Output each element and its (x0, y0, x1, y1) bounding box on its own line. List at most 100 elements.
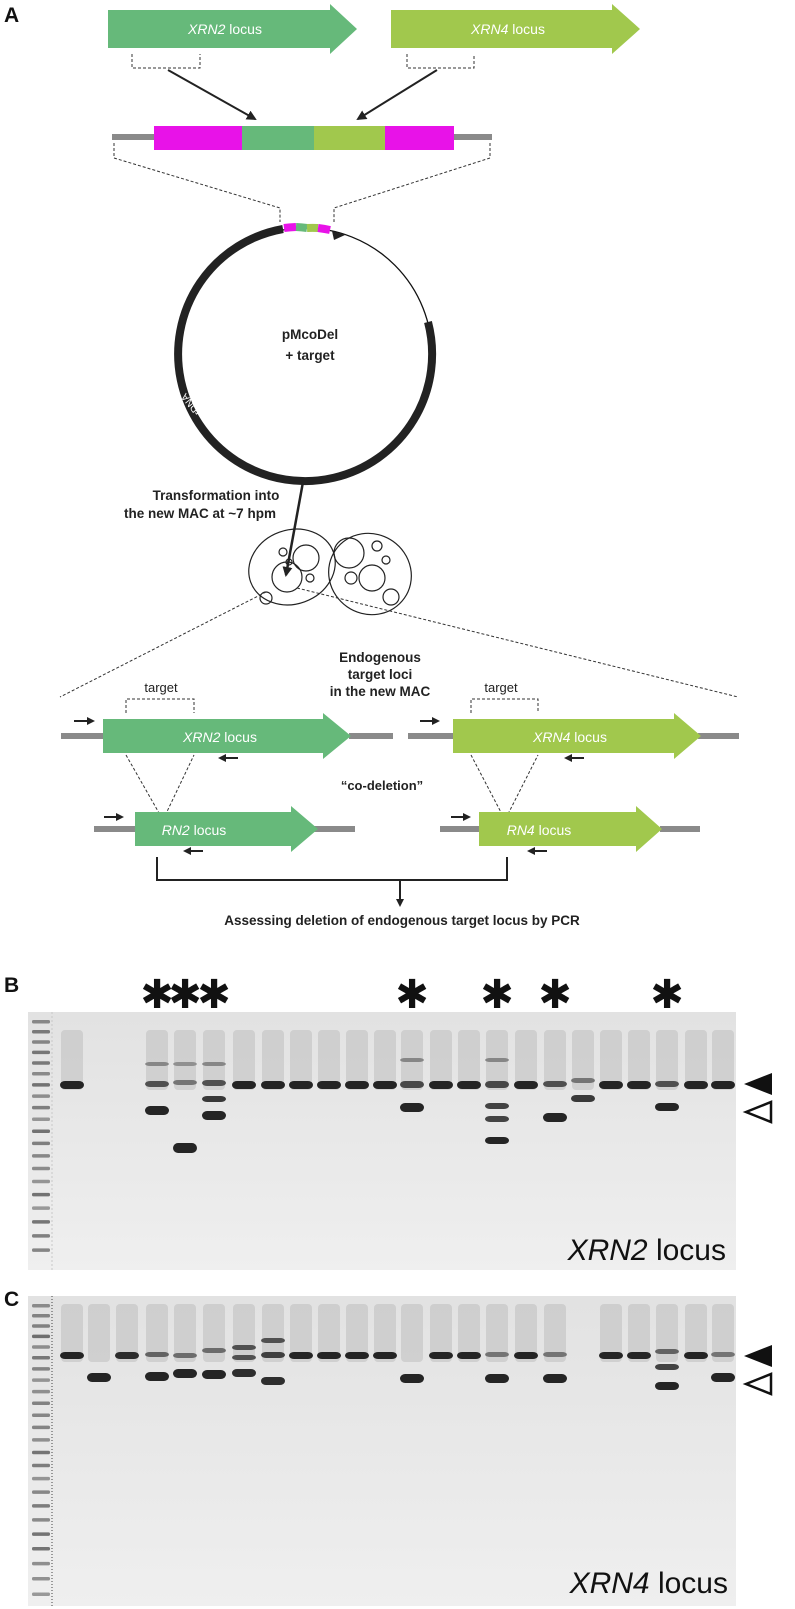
transformation-line2: the new MAC at ~7 hpm (124, 506, 276, 521)
ladder-band (32, 1451, 50, 1455)
plasmid-name: pMcoDel (282, 327, 338, 342)
panel-label-c: C (4, 1288, 19, 1311)
gel-band (655, 1103, 679, 1111)
gel-band (145, 1352, 169, 1357)
ladder-band (32, 1129, 50, 1133)
xrn4-gene-name: XRN4 (470, 21, 509, 37)
xrn2-endogenous-locus: target XRN2 locus RN2 locus (61, 680, 393, 852)
ladder-band (32, 1180, 50, 1184)
ladder-band (32, 1061, 50, 1065)
gel-b-open-arrowhead-icon (746, 1102, 771, 1122)
gel-c: XRN4 locus (28, 1296, 736, 1606)
gel-band (373, 1081, 397, 1089)
xrn2-target-bracket (132, 54, 200, 68)
gel-band (289, 1352, 313, 1359)
gel-band (457, 1081, 481, 1089)
ladder-band (32, 1030, 50, 1034)
ladder-band (32, 1083, 50, 1087)
gel-band (627, 1081, 651, 1089)
ladder-band (32, 1413, 50, 1417)
xrn4-target-label: target (484, 680, 518, 695)
ladder-band (32, 1193, 50, 1197)
ladder-band (32, 1154, 50, 1158)
ladder-band (32, 1094, 50, 1098)
gel-smear (88, 1304, 110, 1362)
gel-band (232, 1081, 256, 1089)
gel-band (345, 1352, 369, 1359)
gel-band (543, 1081, 567, 1087)
ladder-band (32, 1324, 50, 1328)
gel-band (173, 1353, 197, 1358)
ladder-band (32, 1167, 50, 1171)
gel-band (202, 1080, 226, 1086)
gel-band (145, 1081, 169, 1087)
gel-band (655, 1349, 679, 1354)
xrn2-deleted-label: RN2 locus (162, 822, 227, 838)
target-construct (112, 126, 492, 150)
gel-band (627, 1352, 651, 1359)
ladder-band (32, 1051, 50, 1055)
xrn4-target-bracket (407, 54, 474, 68)
ladder-band (32, 1106, 50, 1110)
codeletion-label: “co-deletion” (341, 778, 423, 793)
xrn2-gene-name: XRN2 (187, 21, 226, 37)
gel-band (232, 1345, 256, 1350)
gel-band (571, 1095, 595, 1102)
plasmid-map: pMcoDel + target rDNA (178, 0, 445, 482)
gel-band (485, 1137, 509, 1144)
ladder-band (32, 1356, 50, 1360)
panel-label-a: A (4, 4, 19, 27)
xrn2-target-label: target (144, 680, 178, 695)
xrn4-locus-suffix: locus (508, 21, 545, 37)
gel-band (145, 1062, 169, 1066)
gel-band (232, 1369, 256, 1377)
gel-band (317, 1081, 341, 1089)
deletion-asterisks: ✱✱✱✱✱✱✱ (140, 972, 684, 1018)
xrn4-locus-label: XRN4 locus (470, 21, 545, 37)
gel-b-locus-label: XRN2 locus (567, 1234, 726, 1267)
gel-band (655, 1081, 679, 1087)
gel-band (317, 1352, 341, 1359)
xrn4-locus-arrow: XRN4 locus (391, 4, 640, 54)
ladder-band (32, 1314, 50, 1318)
gel-band (87, 1373, 111, 1382)
gel-band (202, 1370, 226, 1379)
gel-band (232, 1355, 256, 1360)
ladder-band (32, 1547, 50, 1551)
ladder-band (32, 1426, 50, 1430)
xrn2-locus-suffix: locus (225, 21, 262, 37)
gel-band (60, 1352, 84, 1359)
pcr-bracket (157, 857, 507, 880)
ladder-band (32, 1020, 50, 1024)
ladder-band (32, 1562, 50, 1566)
gel-band (345, 1081, 369, 1089)
gel-band (599, 1352, 623, 1359)
deletion-asterisk: ✱ (395, 972, 429, 1018)
gel-band (60, 1081, 84, 1089)
gel-band (485, 1081, 509, 1088)
deletion-asterisk: ✱ (650, 972, 684, 1018)
endogenous-line3: in the new MAC (330, 684, 431, 699)
zoom-line-left (114, 143, 280, 222)
gel-band (202, 1062, 226, 1066)
gel-band (684, 1081, 708, 1089)
transformation-line1: Transformation into (153, 488, 280, 503)
gel-band (684, 1352, 708, 1359)
gel-band (711, 1373, 735, 1382)
gel-band (202, 1096, 226, 1102)
gel-c-open-arrowhead-icon (746, 1374, 771, 1394)
deletion-asterisk: ✱ (480, 972, 514, 1018)
gel-band (202, 1348, 226, 1353)
xrn2-locus-label: XRN2 locus (187, 21, 262, 37)
ladder-band (32, 1438, 50, 1442)
gel-band (173, 1143, 197, 1153)
gel-band (543, 1374, 567, 1383)
ladder-band (32, 1390, 50, 1394)
gel-band (543, 1113, 567, 1122)
gel-smear (203, 1304, 225, 1362)
ladder-band (32, 1072, 50, 1076)
endogenous-line1: Endogenous (339, 650, 421, 665)
gel-band (261, 1081, 285, 1089)
ladder-band (32, 1378, 50, 1382)
